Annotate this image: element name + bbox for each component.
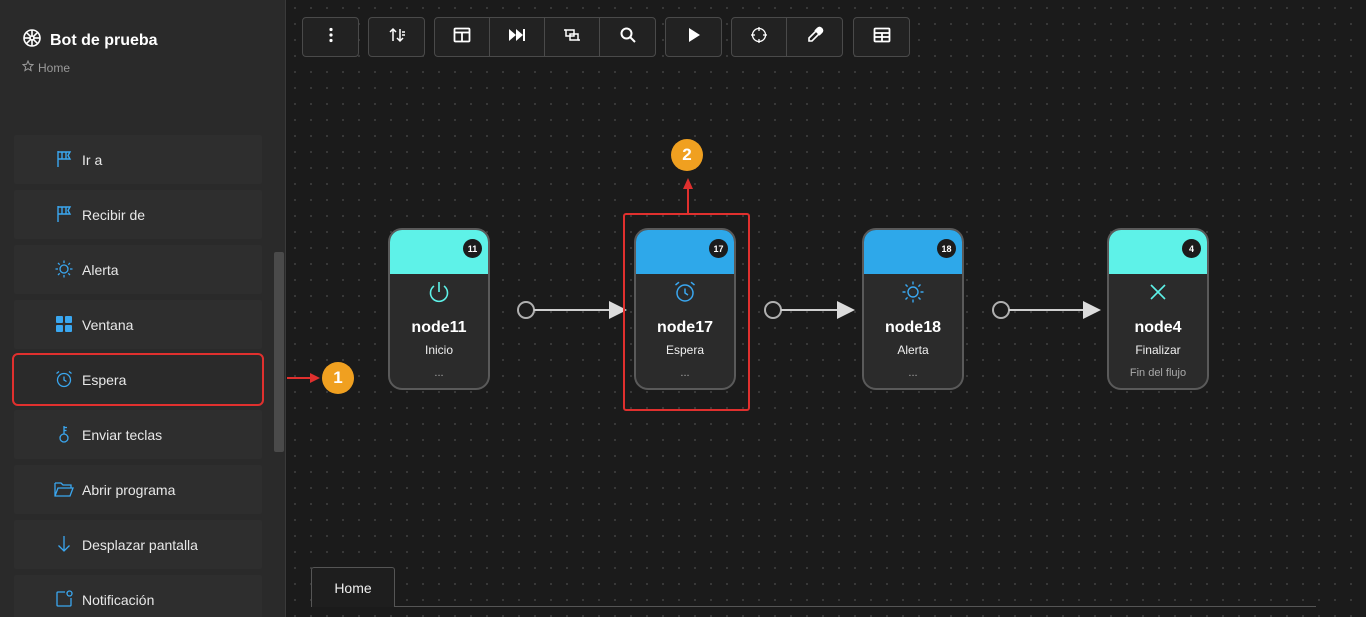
power-icon <box>390 280 488 306</box>
notification-icon <box>54 589 74 609</box>
more-vertical-icon <box>324 27 338 48</box>
canvas-tab-bar: Home <box>311 567 1316 607</box>
layout-panel-button[interactable] <box>435 18 490 56</box>
sidebar-item-abrir-programa[interactable]: Abrir programa <box>14 465 262 514</box>
sidebar-scrollbar[interactable] <box>274 252 284 452</box>
eyedropper-button[interactable] <box>787 18 842 56</box>
window-grid-icon <box>54 314 74 334</box>
sort-button[interactable] <box>369 18 424 56</box>
sidebar-action-list: Ir a Recibir de Alerta Ventana <box>12 135 264 617</box>
sidebar-item-ir-a[interactable]: Ir a <box>14 135 262 184</box>
fit-view-button[interactable] <box>545 18 600 56</box>
node-description: Fin del flujo <box>1129 367 1187 379</box>
more-options-button[interactable] <box>303 18 358 56</box>
sidebar-item-desplazar-pantalla[interactable]: Desplazar pantalla <box>14 520 262 569</box>
panel-layout-icon <box>453 27 471 48</box>
sidebar-item-label: Espera <box>82 371 127 388</box>
sidebar-item-espera[interactable]: Espera <box>12 353 264 406</box>
flag-icon <box>54 204 74 224</box>
tab-home[interactable]: Home <box>311 567 395 607</box>
toolbar-group-table <box>853 17 910 57</box>
flow-node-node18[interactable]: 18 node18 Alerta ... <box>862 228 964 390</box>
sidebar-item-label: Notificación <box>82 591 155 608</box>
edge-node11-node17[interactable] <box>517 301 627 319</box>
flow-node-node17[interactable]: 17 node17 Espera ... <box>634 228 736 390</box>
sidebar-item-label: Ventana <box>82 316 134 333</box>
step-marker-1: 1 <box>322 362 354 394</box>
sidebar-item-label: Recibir de <box>82 206 146 223</box>
node-description: ... <box>434 367 444 379</box>
annotation-arrow-1 <box>287 373 320 383</box>
close-icon <box>1109 280 1207 306</box>
alarm-clock-icon <box>636 280 734 306</box>
flag-icon <box>54 149 74 169</box>
node-description: ... <box>908 367 918 379</box>
sidebar-item-label: Desplazar pantalla <box>82 536 198 553</box>
node-badge: 18 <box>937 239 956 258</box>
sidebar-item-label: Abrir programa <box>82 481 176 498</box>
sidebar-item-notificacion[interactable]: Notificación <box>14 575 262 617</box>
bot-name: Bot de prueba <box>50 31 158 49</box>
toolbar-group-more <box>302 17 359 57</box>
node-description: ... <box>680 367 690 379</box>
bot-title: Bot de prueba <box>22 28 158 53</box>
toolbar-group-sort <box>368 17 425 57</box>
skip-forward-button[interactable] <box>490 18 545 56</box>
node-type: Finalizar <box>1135 343 1181 357</box>
flow-canvas[interactable]: 11 node11 Inicio ... 17 node17 Espera ..… <box>287 0 1366 617</box>
breadcrumb-home[interactable]: Home <box>38 60 71 75</box>
target-button[interactable] <box>732 18 787 56</box>
arrow-down-icon <box>54 534 74 554</box>
sidebar-item-label: Alerta <box>82 261 119 278</box>
node-title: node18 <box>884 319 941 336</box>
toolbar-group-view <box>434 17 656 57</box>
fit-view-icon <box>563 27 581 48</box>
alarm-clock-icon <box>54 369 74 389</box>
star-icon[interactable] <box>21 59 35 75</box>
sidebar-item-enviar-teclas[interactable]: Enviar teclas <box>14 410 262 459</box>
sidebar: Bot de prueba Home Ir a Recibir de <box>0 0 286 617</box>
crosshair-icon <box>750 26 768 49</box>
sidebar-item-recibir-de[interactable]: Recibir de <box>14 190 262 239</box>
search-button[interactable] <box>600 18 655 56</box>
node-badge: 11 <box>463 239 482 258</box>
node-title: node17 <box>656 319 713 336</box>
gear-wheel-icon <box>22 28 42 53</box>
node-badge: 4 <box>1182 239 1201 258</box>
sun-icon <box>54 259 74 279</box>
node-type: Inicio <box>424 343 453 357</box>
node-title: node11 <box>411 319 467 336</box>
node-badge: 17 <box>709 239 728 258</box>
table-icon <box>873 27 891 48</box>
table-view-button[interactable] <box>854 18 909 56</box>
flow-node-node4[interactable]: 4 node4 Finalizar Fin del flujo <box>1107 228 1209 390</box>
sidebar-item-label: Enviar teclas <box>82 426 163 443</box>
sun-icon <box>864 280 962 306</box>
flow-edges <box>287 178 1101 383</box>
breadcrumb[interactable]: Home <box>21 59 71 75</box>
eyedropper-icon <box>806 26 824 49</box>
node-type: Espera <box>665 343 705 357</box>
annotation-arrow-2 <box>683 178 693 213</box>
node-title: node4 <box>1134 319 1182 336</box>
skip-forward-icon <box>508 28 526 47</box>
node-type: Alerta <box>897 343 929 357</box>
folder-open-icon <box>54 479 74 499</box>
sidebar-item-label: Ir a <box>82 151 103 168</box>
toolbar-group-run <box>665 17 722 57</box>
sidebar-item-alerta[interactable]: Alerta <box>14 245 262 294</box>
sidebar-item-ventana[interactable]: Ventana <box>14 300 262 349</box>
step-marker-2: 2 <box>671 139 703 171</box>
edge-node18-node4[interactable] <box>992 301 1101 319</box>
sort-icon <box>388 27 406 48</box>
highlight-box-node17 <box>623 213 750 411</box>
play-icon <box>687 27 701 48</box>
run-button[interactable] <box>666 18 721 56</box>
edge-node17-node18[interactable] <box>764 301 855 319</box>
flow-node-node11[interactable]: 11 node11 Inicio ... <box>388 228 490 390</box>
toolbar-group-pick <box>731 17 843 57</box>
key-icon <box>54 424 74 444</box>
search-icon <box>619 26 637 49</box>
